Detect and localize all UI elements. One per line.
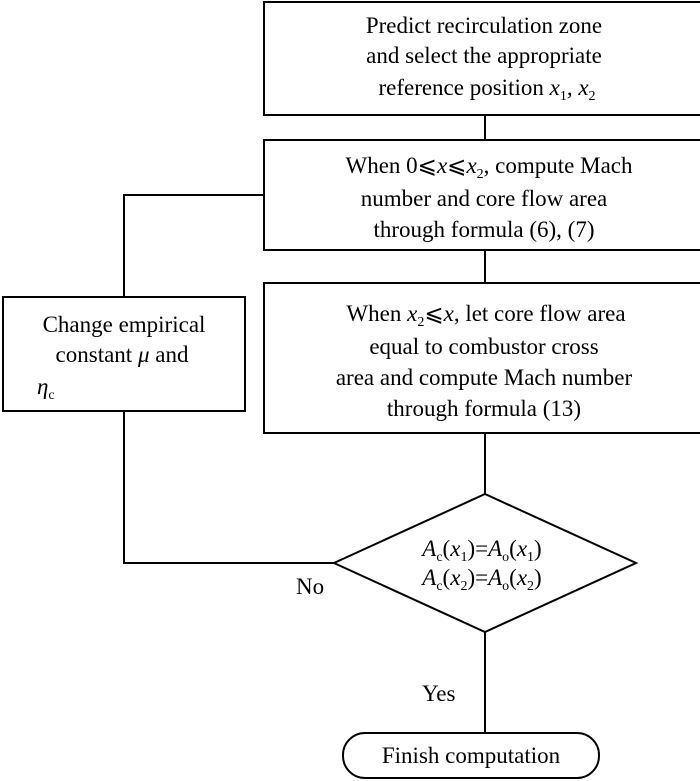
change-line3: ηc <box>37 374 55 403</box>
change-line2-post: and <box>149 342 188 367</box>
change-line2: constant μ and <box>56 342 189 367</box>
decision-lp4: ( <box>509 565 517 590</box>
region1-line2: number and core flow area <box>361 186 608 211</box>
predict-line2: and select the appropriate <box>366 43 602 68</box>
decision-sub-o2: o <box>502 579 509 594</box>
decision-a4: A <box>486 565 503 590</box>
node-predict-box <box>263 1 700 116</box>
finish-label: Finish computation <box>382 743 561 768</box>
decision-one-b: 1 <box>527 550 534 565</box>
decision-one-a: 1 <box>460 550 467 565</box>
region1-line1: When 0⩽x⩽x2, compute Mach <box>346 153 633 182</box>
region2-line3: area and compute Mach number <box>336 365 633 390</box>
node-region1-box <box>263 139 700 251</box>
decision-two-a: 2 <box>460 579 467 594</box>
decision-lp1: ( <box>443 536 451 561</box>
predict-line3: reference position x1, x2 <box>378 75 595 104</box>
decision-line2: Ac(x2)=Ao(x2) <box>420 565 541 594</box>
region2-var-x: x <box>443 301 455 326</box>
edge-label-no: No <box>296 574 324 599</box>
decision-rp4: ) <box>534 565 542 590</box>
connectors <box>123 115 486 733</box>
region1-line3: through formula (6), (7) <box>374 217 595 242</box>
region2-pre: When <box>346 301 407 326</box>
region1-var-x: x <box>436 153 448 178</box>
node-change-box <box>2 296 246 412</box>
node-compute-region2: When x2⩽x, let core flow area equal to c… <box>263 282 700 434</box>
decision-lp3: ( <box>443 565 451 590</box>
region2-line2: equal to combustor cross <box>369 334 598 359</box>
decision-x2a: x <box>449 565 461 590</box>
decision-sub-o1: o <box>502 550 509 565</box>
node-decision: Ac(x1)=Ao(x1) Ac(x2)=Ao(x2) <box>331 492 639 634</box>
node-region2-box <box>263 282 700 434</box>
change-mu: μ <box>137 342 150 367</box>
change-line2-pre: constant <box>56 342 138 367</box>
region2-var-x2: x <box>406 301 418 326</box>
decision-diamond <box>331 492 639 634</box>
decision-two-b: 2 <box>527 579 534 594</box>
region1-var-x2: x <box>465 153 477 178</box>
connector-change-to-region1 <box>123 194 264 297</box>
decision-rp1: ) <box>467 536 475 561</box>
region2-line1: When x2⩽x, let core flow area <box>346 301 625 330</box>
decision-sub-c1: c <box>436 550 442 565</box>
decision-x1b: x <box>516 536 528 561</box>
region1-pre: When 0 <box>346 153 418 178</box>
region2-post: , let core flow area <box>454 301 626 326</box>
node-predict-recirculation: Predict recirculation zone and select th… <box>263 1 700 116</box>
predict-line1: Predict recirculation zone <box>366 13 602 38</box>
decision-eq2: = <box>475 565 488 590</box>
change-eta: η <box>37 374 48 399</box>
node-finish: Finish computation <box>342 732 600 779</box>
region1-sub-2: 2 <box>477 167 484 182</box>
predict-sub-2: 2 <box>589 89 596 104</box>
region2-leq: ⩽ <box>424 301 443 326</box>
edge-label-yes: Yes <box>422 681 456 706</box>
region2-sub-2: 2 <box>417 315 424 330</box>
decision-lp2: ( <box>509 536 517 561</box>
predict-sub-1: 1 <box>560 89 567 104</box>
region1-post: , compute Mach <box>484 153 633 178</box>
decision-x1a: x <box>449 536 461 561</box>
change-line1: Change empirical <box>43 312 206 337</box>
predict-comma: , <box>567 75 579 100</box>
region1-leq1: ⩽ <box>418 153 437 178</box>
finish-terminal <box>342 732 600 779</box>
decision-a3: A <box>420 565 437 590</box>
predict-line3-text: reference position <box>378 75 549 100</box>
predict-var-x1: x <box>549 75 561 100</box>
node-change-constants: Change empirical constant μ and ηc <box>2 296 246 412</box>
decision-a2: A <box>486 536 503 561</box>
region1-leq2: ⩽ <box>447 153 466 178</box>
decision-sub-c2: c <box>436 579 442 594</box>
change-eta-sub: c <box>48 388 54 403</box>
connector-no-loop <box>123 411 334 564</box>
decision-x2b: x <box>516 565 528 590</box>
decision-rp2: ) <box>534 536 542 561</box>
decision-rp3: ) <box>467 565 475 590</box>
node-compute-region1: When 0⩽x⩽x2, compute Mach number and cor… <box>263 139 700 251</box>
decision-a1: A <box>420 536 437 561</box>
decision-eq1: = <box>475 536 488 561</box>
predict-var-x2: x <box>577 75 589 100</box>
region2-line4: through formula (13) <box>387 396 581 421</box>
decision-line1: Ac(x1)=Ao(x1) <box>420 536 541 565</box>
